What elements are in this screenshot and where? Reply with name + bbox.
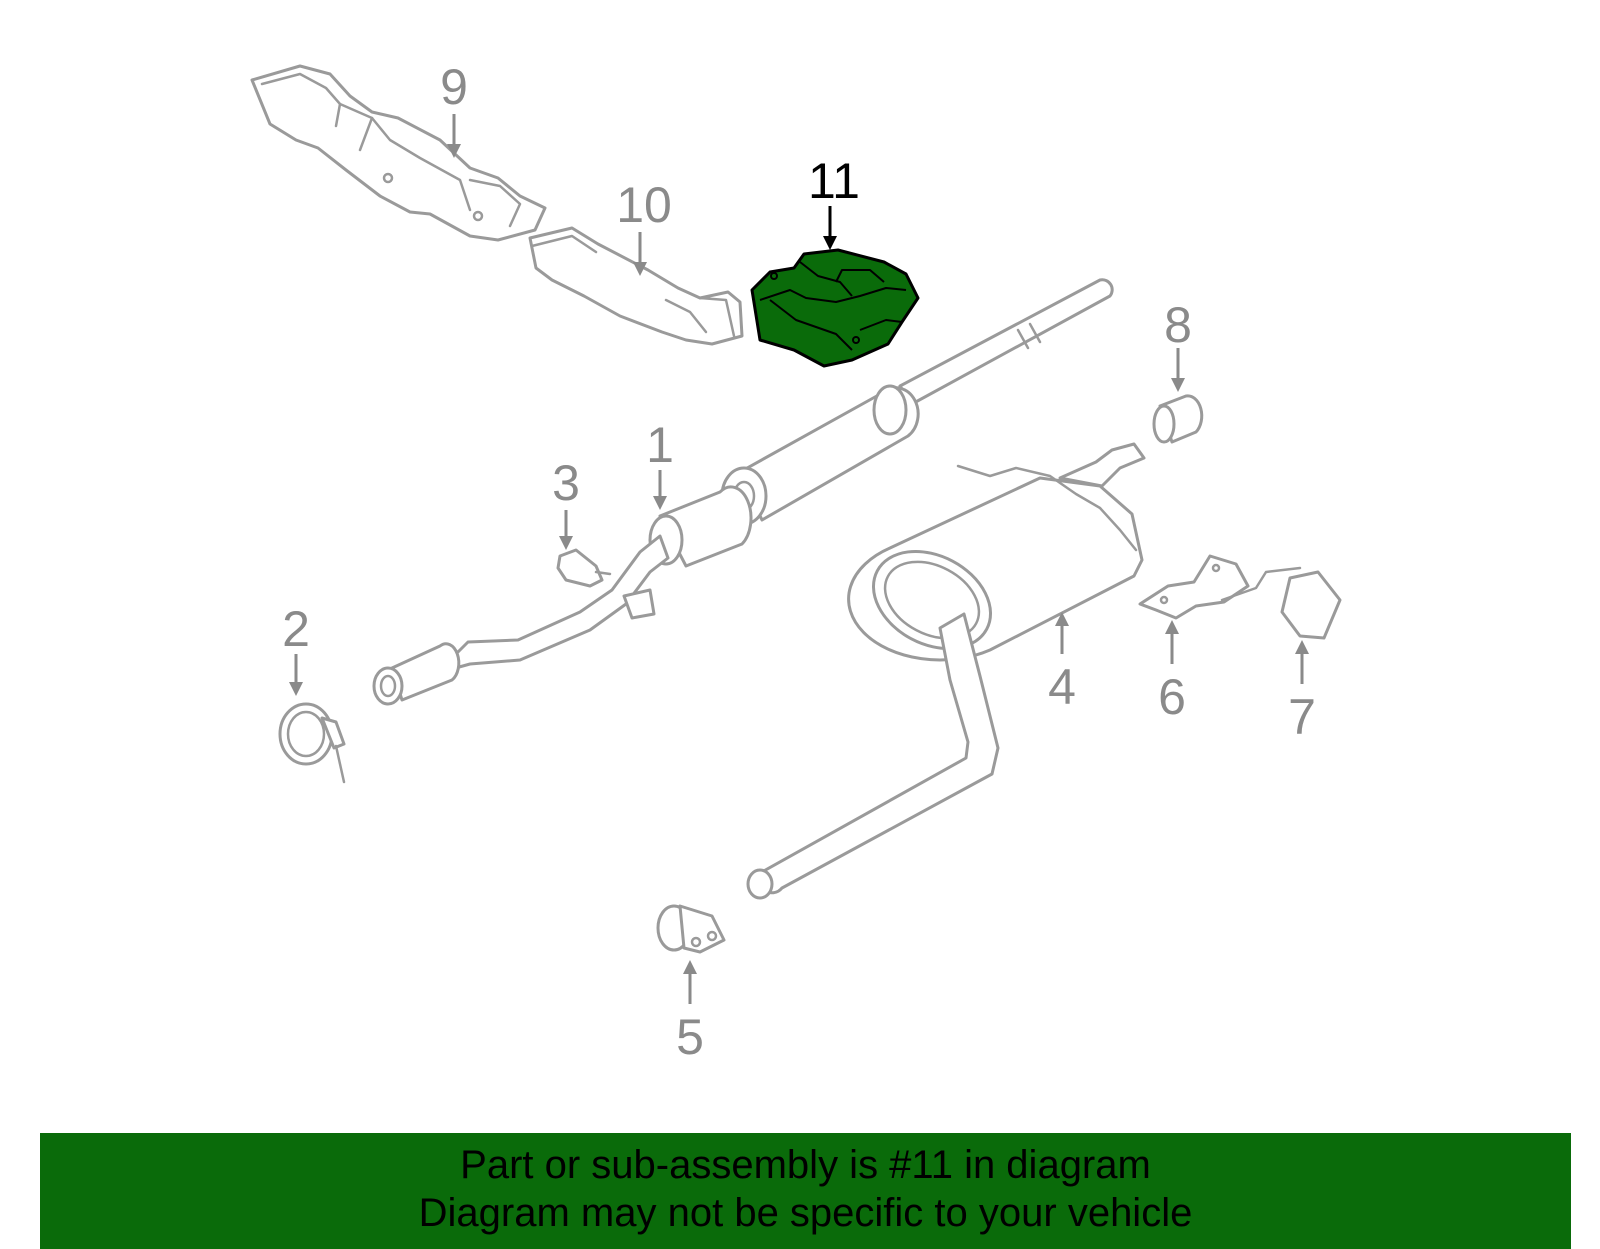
callout-10: 10 — [616, 177, 672, 233]
part-10-heat-shield[interactable] — [528, 226, 744, 346]
callout-1: 1 — [646, 417, 674, 473]
part-8-insulator[interactable] — [1152, 394, 1204, 444]
callout-9: 9 — [440, 59, 468, 115]
callout-11: 11 — [808, 153, 860, 209]
callout-4: 4 — [1048, 659, 1076, 715]
banner-line-2: Diagram may not be specific to your vehi… — [418, 1191, 1193, 1235]
banner-line-1: Part or sub-assembly is #11 in diagram — [460, 1143, 1151, 1187]
part-2-clamp[interactable] — [278, 702, 346, 784]
part-info-banner: Part or sub-assembly is #11 in diagram D… — [40, 1133, 1571, 1249]
callout-5: 5 — [676, 1009, 704, 1065]
part-5-clamp[interactable] — [656, 904, 726, 954]
callout-2: 2 — [282, 601, 310, 657]
part-3-hanger[interactable] — [556, 548, 612, 588]
part-11-heat-shield[interactable] — [750, 248, 920, 368]
callout-8: 8 — [1164, 297, 1192, 353]
callout-arrows — [289, 114, 1309, 1004]
callout-3: 3 — [552, 455, 580, 511]
callout-6: 6 — [1158, 669, 1186, 725]
part-1-front-pipe[interactable] — [372, 278, 1114, 706]
part-6-bracket[interactable] — [1138, 554, 1250, 620]
callout-7: 7 — [1288, 689, 1316, 745]
exhaust-parts-diagram: 9 10 11 8 1 3 2 4 6 7 5 — [250, 59, 1342, 1065]
part-7-hanger[interactable] — [1220, 566, 1342, 640]
part-4-muffler[interactable] — [746, 442, 1146, 900]
part-9-heat-shield[interactable] — [250, 64, 547, 242]
